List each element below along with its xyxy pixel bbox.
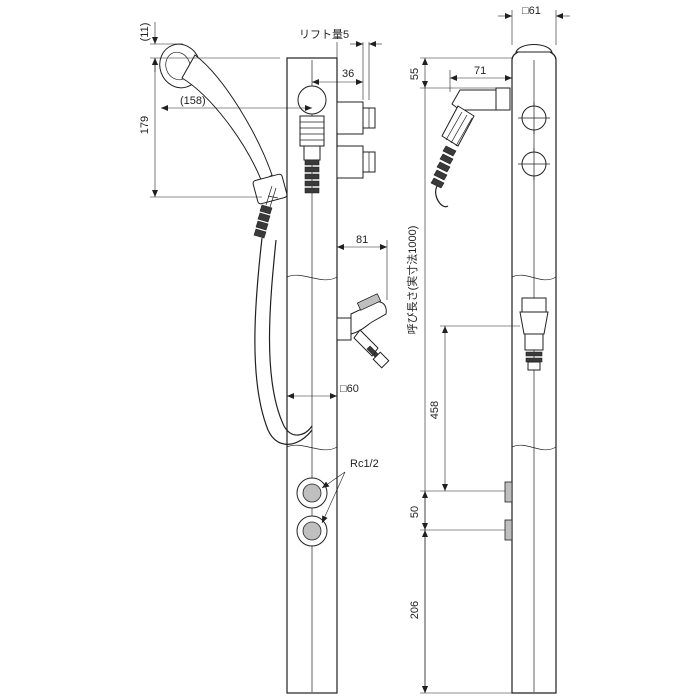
side-break-lower — [511, 444, 557, 451]
front-spout — [336, 293, 390, 369]
side-dimensions — [420, 10, 570, 694]
dim-nominal-length: 呼び長さ(実寸法1000) — [405, 226, 419, 335]
shower-hose — [254, 237, 313, 445]
dim-spout-height: 458 — [429, 401, 441, 419]
dim-inlet-pitch: 50 — [409, 506, 421, 518]
dim-shower-reach: (158) — [180, 95, 206, 107]
side-hose-bracket — [430, 87, 511, 208]
front-break-lower — [286, 444, 338, 451]
dim-top-offset: (11) — [139, 23, 151, 42]
hose-connector — [299, 115, 325, 194]
side-inlet-lower — [504, 519, 513, 541]
dim-head-height: 179 — [139, 116, 151, 134]
shower-holder — [252, 173, 288, 205]
dim-handle-depth: 36 — [342, 68, 354, 80]
front-break-upper — [286, 274, 338, 281]
side-view — [430, 44, 557, 694]
dim-inlet-height: 206 — [409, 601, 421, 619]
side-spout — [519, 297, 549, 371]
front-dimensions — [150, 22, 388, 524]
side-break-upper — [511, 274, 557, 281]
front-inlets — [296, 477, 328, 547]
dim-column-size-side: □61 — [522, 5, 541, 17]
dim-lift-amount: リフト量5 — [299, 28, 349, 41]
thread-spec-label: Rc1/2 — [350, 458, 379, 470]
dim-column-size-front: □60 — [340, 383, 359, 395]
lift-handles — [336, 101, 376, 179]
front-view — [159, 43, 390, 694]
dim-hose-reach: 71 — [474, 65, 486, 77]
diverter-knob — [297, 85, 327, 115]
side-inlet-upper — [504, 481, 513, 503]
front-column — [286, 57, 338, 694]
side-cap — [515, 44, 553, 53]
front-labels: (11) (158) 179 リフト量5 36 81 □60 Rc1/2 — [139, 23, 379, 470]
dim-spout-reach: 81 — [356, 234, 368, 246]
side-labels: □61 55 71 呼び長さ(実寸法1000) 458 50 206 — [405, 5, 541, 619]
dim-top-to-handle: 55 — [409, 68, 421, 80]
hand-shower — [159, 43, 313, 445]
side-handles — [518, 102, 550, 180]
